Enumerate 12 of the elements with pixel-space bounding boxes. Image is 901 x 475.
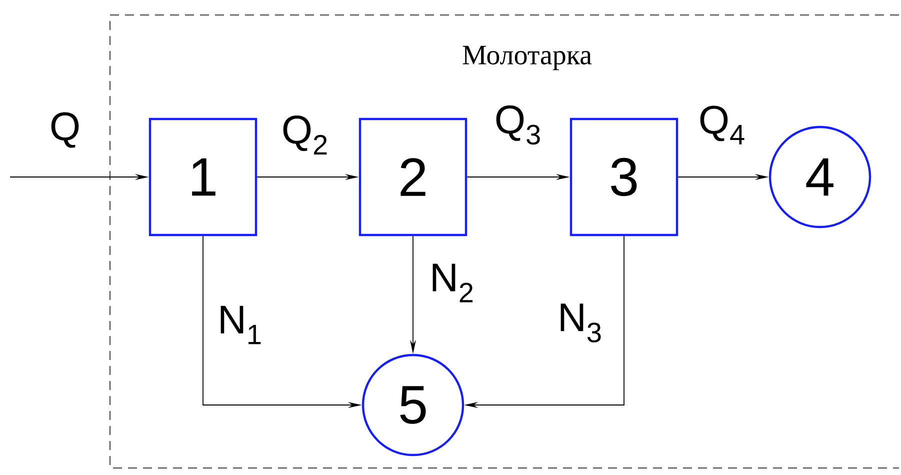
edge-label: Q$_{4}$ bbox=[700, 106, 744, 144]
edge-label: Q$_{2}$ bbox=[283, 116, 327, 154]
circle-node: 4 bbox=[768, 126, 872, 228]
edge-label: N$_{2}$ bbox=[432, 264, 473, 302]
circle-node: 5 bbox=[362, 354, 464, 456]
edge-label: N$_{1}$ bbox=[220, 306, 261, 344]
process-box: 2 bbox=[358, 118, 468, 236]
edge-label: Q$_{3}$ bbox=[496, 105, 540, 145]
edge-label: N$_{3}$ bbox=[560, 304, 601, 342]
process-box: 3 bbox=[570, 118, 678, 236]
process-box: 1 bbox=[148, 118, 258, 236]
edge-label: Q bbox=[51, 112, 79, 148]
